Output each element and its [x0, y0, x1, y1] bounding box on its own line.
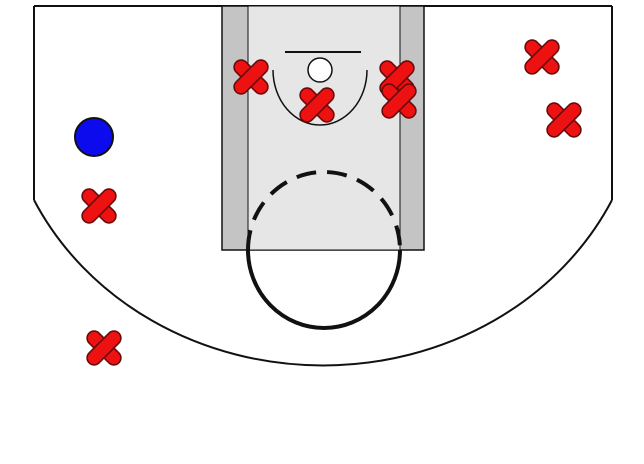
free-throw-circle-solid — [246, 249, 402, 330]
ball-icon[interactable] — [74, 117, 114, 157]
player-markers — [74, 37, 584, 368]
free-throw-circle-dashed — [246, 170, 402, 251]
defender-marker[interactable] — [84, 328, 124, 368]
restricted-area-arc — [272, 69, 368, 126]
defender-marker[interactable] — [379, 81, 419, 121]
defender-marker[interactable] — [79, 186, 119, 226]
defender-marker[interactable] — [231, 57, 271, 97]
defender-marker[interactable] — [522, 37, 562, 77]
rim — [307, 57, 333, 83]
three-point-arc — [33, 199, 613, 367]
lane-inner — [247, 5, 401, 251]
defender-marker[interactable] — [544, 100, 584, 140]
paint-area — [221, 5, 425, 330]
defender-marker[interactable] — [297, 85, 337, 125]
